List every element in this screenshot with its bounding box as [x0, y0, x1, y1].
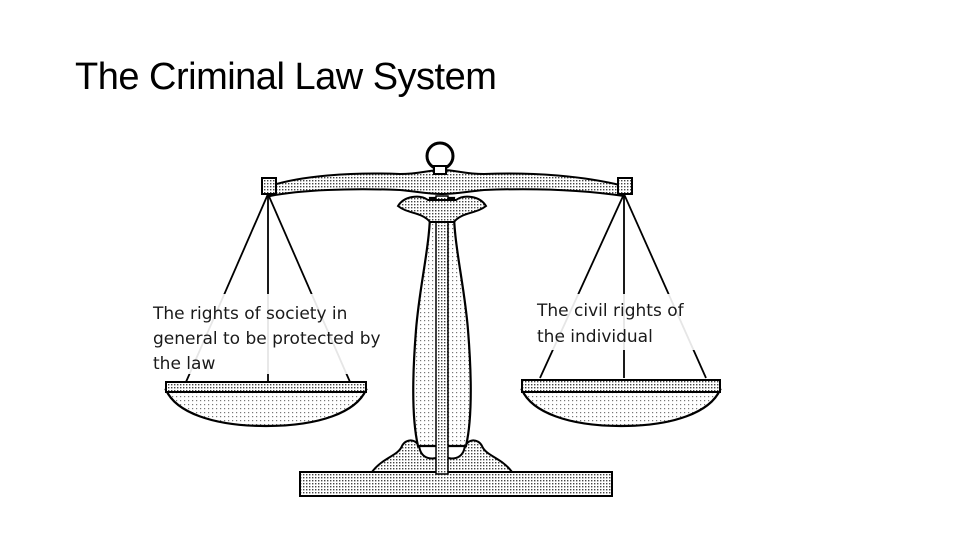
right-pan-label-line: The civil rights of	[536, 301, 685, 321]
scale-column-center	[435, 195, 449, 475]
right-pan-strings	[539, 193, 707, 379]
scale-capital	[396, 195, 488, 223]
left-pan-label-line: the law	[153, 354, 215, 374]
left-pan-label-line: The rights of society in	[152, 304, 347, 324]
beam-end-right	[617, 177, 633, 195]
right-pan	[520, 388, 722, 428]
right-pan-rim	[521, 379, 721, 393]
slide-title: The Criminal Law System	[75, 56, 497, 98]
left-pan	[164, 388, 368, 428]
scale-base	[299, 471, 613, 497]
right-pan-label: The civil rights of the individual	[536, 301, 689, 347]
left-pan-label: The rights of society in general to be p…	[152, 304, 386, 374]
left-pan-rim	[165, 381, 367, 393]
left-pan-label-line: general to be protected by	[153, 329, 381, 349]
beam-end-left	[261, 177, 277, 195]
right-pan-label-line: the individual	[537, 327, 653, 347]
